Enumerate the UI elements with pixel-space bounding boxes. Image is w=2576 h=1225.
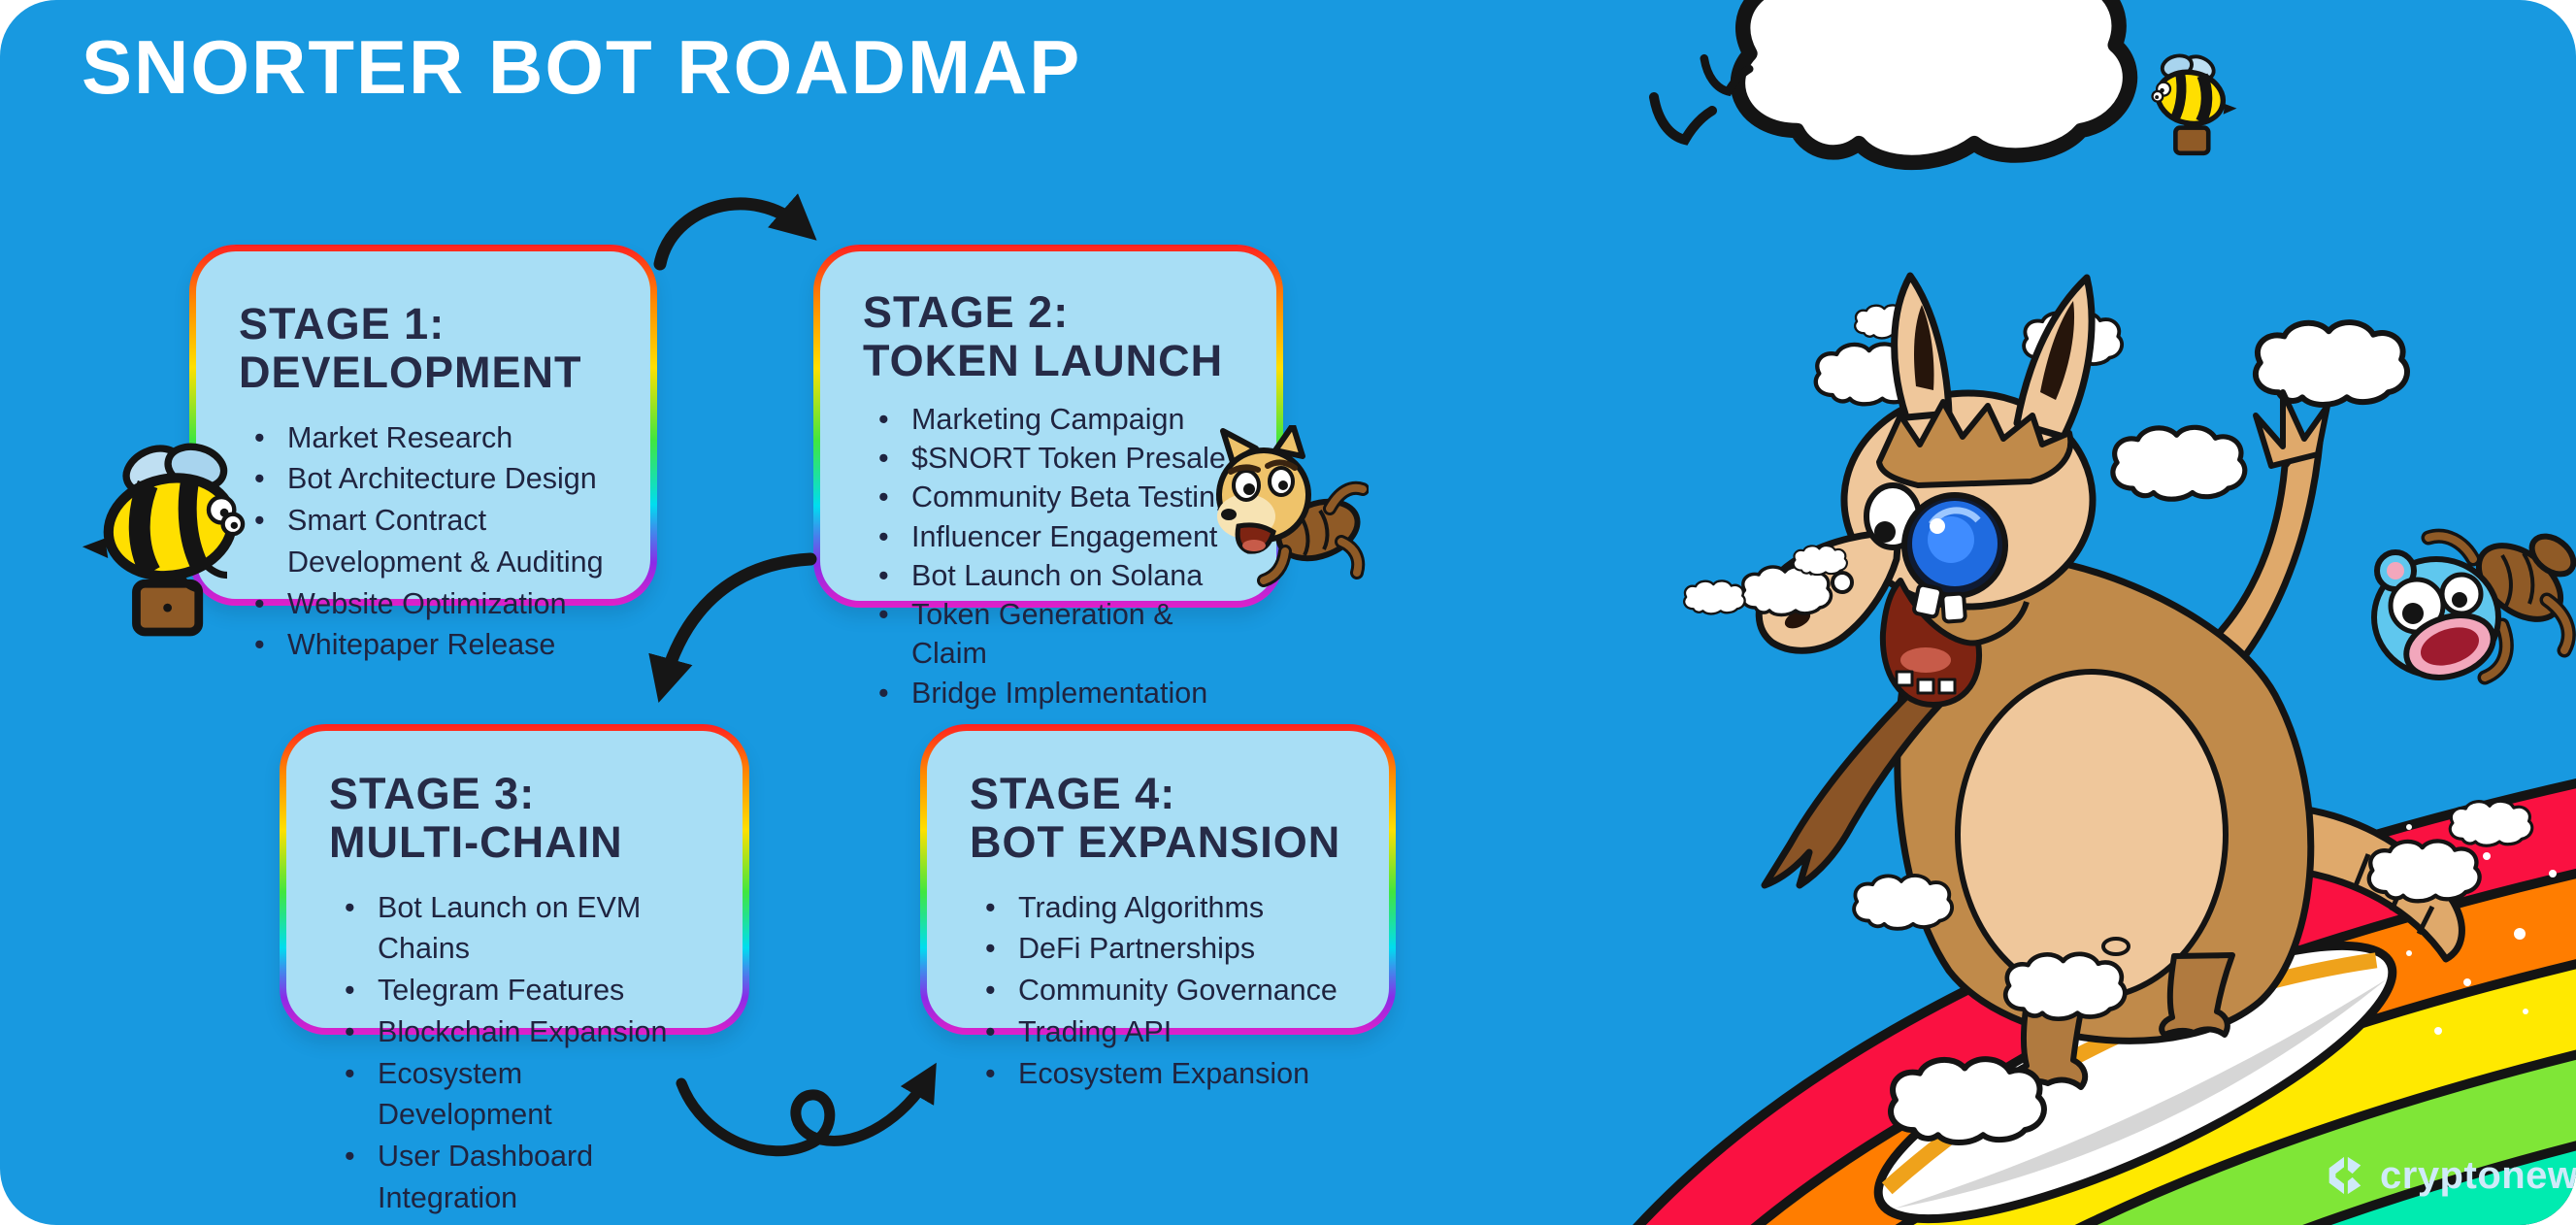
list-item: Bridge Implementation <box>863 674 1238 713</box>
list-item: Market Research <box>239 417 611 459</box>
stage-2-items: Marketing Campaign $SNORT Token Presale … <box>863 400 1238 712</box>
stage-1-items: Market Research Bot Architecture Design … <box>239 417 611 666</box>
mascot-illustration <box>1592 0 2576 1225</box>
list-item: Token Generation & Claim <box>863 595 1238 674</box>
stage-1-card: STAGE 1:DEVELOPMENT Market Research Bot … <box>189 245 657 666</box>
cloud-icon <box>1891 1059 2044 1142</box>
stage-4-items: Trading Algorithms DeFi Partnerships Com… <box>970 887 1350 1094</box>
list-item: User Dashboard Integration <box>329 1136 704 1218</box>
list-item: Blockchain Expansion <box>329 1011 704 1053</box>
list-item: Telegram Features <box>329 970 704 1011</box>
stage-4-card: STAGE 4:BOT EXPANSION Trading Algorithms… <box>920 724 1396 1094</box>
cloud-icon <box>2113 427 2245 499</box>
aardvark-mascot <box>1682 272 2465 1090</box>
stage-4-title: STAGE 4:BOT EXPANSION <box>970 769 1341 868</box>
list-item: DeFi Partnerships <box>970 928 1350 970</box>
list-item: Community Governance <box>970 970 1350 1011</box>
stage-3-items: Bot Launch on EVM Chains Telegram Featur… <box>329 887 704 1219</box>
bee-with-briefcase-icon <box>82 443 246 637</box>
list-item: Trading API <box>970 1011 1350 1053</box>
list-item: Smart Contract Development & Auditing <box>239 500 611 582</box>
cryptonews-logo-icon <box>2328 1156 2361 1195</box>
list-item: $SNORT Token Presale <box>863 439 1238 479</box>
brand-badge: cryptonews <box>2322 1153 2576 1198</box>
list-item: Trading Algorithms <box>970 887 1350 929</box>
list-item: Ecosystem Expansion <box>970 1053 1350 1095</box>
stage-3-card: STAGE 3:MULTI-CHAIN Bot Launch on EVM Ch… <box>280 724 749 1214</box>
page-title: SNORTER BOT ROADMAP <box>82 24 1082 110</box>
cloud-icon <box>2005 954 2125 1019</box>
swirl-arrow-icon <box>676 1062 937 1157</box>
snort-smoke-icon <box>1682 545 1854 617</box>
stage-2-card: STAGE 2:TOKEN LAUNCH Marketing Campaign … <box>813 245 1283 712</box>
list-item: Website Optimization <box>239 583 611 625</box>
list-item: Community Beta Testing <box>863 478 1238 517</box>
cloud-icon <box>2256 322 2407 405</box>
list-item: Ecosystem Development <box>329 1053 704 1136</box>
bird-icon <box>1700 53 1754 97</box>
list-item: Whitepaper Release <box>239 624 611 666</box>
stage-3-title: STAGE 3:MULTI-CHAIN <box>329 769 623 868</box>
brand-label: cryptonews <box>2380 1153 2576 1197</box>
stage-2-title: STAGE 2:TOKEN LAUNCH <box>863 287 1224 386</box>
bird-icon <box>1649 92 1717 146</box>
cloud-icon <box>1852 874 1955 931</box>
curved-arrow-icon <box>648 552 817 704</box>
doge-ant-character <box>1216 425 1369 587</box>
list-item: Marketing Campaign <box>863 400 1238 440</box>
blue-ant-character <box>2371 528 2576 685</box>
cloud-icon <box>2448 799 2534 847</box>
curved-arrow-icon <box>653 193 817 271</box>
bee-with-briefcase-icon <box>2151 53 2237 156</box>
stage-1-title: STAGE 1:DEVELOPMENT <box>239 299 582 398</box>
list-item: Bot Launch on Solana <box>863 556 1238 596</box>
cloud-icon <box>1737 0 2130 162</box>
list-item: Bot Launch on EVM Chains <box>329 887 704 970</box>
cloud-icon <box>2369 841 2480 901</box>
list-item: Influencer Engagement <box>863 517 1238 557</box>
list-item: Bot Architecture Design <box>239 458 611 500</box>
